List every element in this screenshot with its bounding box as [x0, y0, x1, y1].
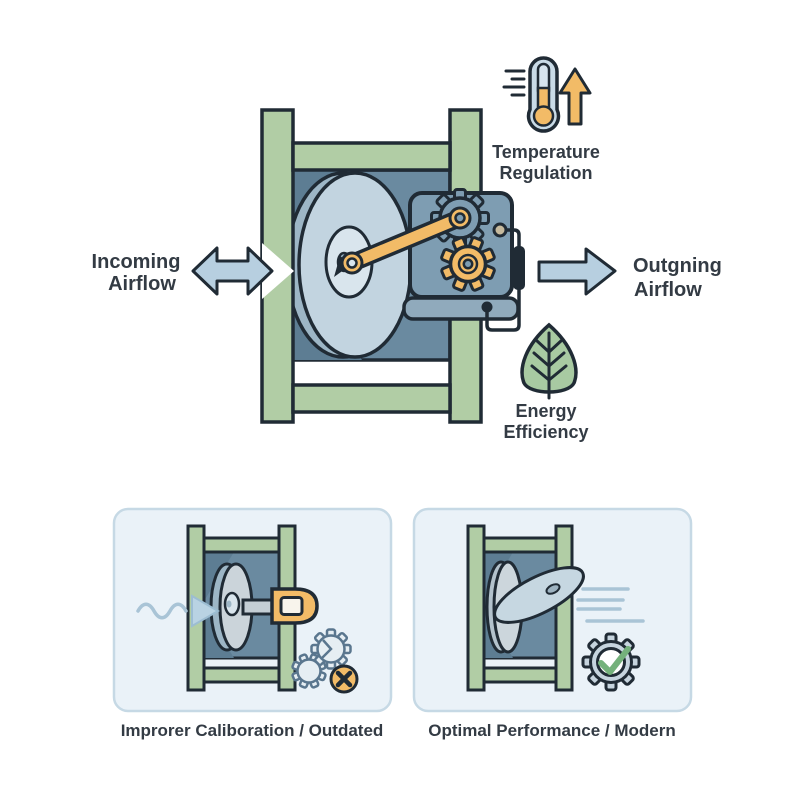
temperature-label-line1: Temperature	[492, 142, 600, 162]
temperature-label-line2: Regulation	[500, 163, 593, 183]
sensor-wire	[481, 222, 525, 332]
checkmark-icon	[598, 646, 631, 675]
sensor-capsule	[513, 246, 525, 290]
energy-label-line1: Energy	[515, 401, 576, 421]
energy-label-line2: Efficiency	[503, 422, 588, 442]
incoming-arrow-icon	[191, 246, 274, 296]
main-duct-unit	[260, 108, 525, 424]
panel-improper	[112, 507, 393, 713]
leaf-icon	[520, 322, 578, 400]
incoming-airflow-label-line1: Incoming	[92, 251, 181, 273]
error-x-badge	[329, 664, 359, 694]
orange-gear	[440, 236, 496, 292]
stuck-damper-disc	[209, 562, 254, 652]
outgoing-airflow-label-line1: Outgning	[633, 255, 722, 277]
actuator-knob	[492, 222, 508, 238]
outgoing-arrow-icon	[537, 247, 617, 296]
panel-optimal	[412, 507, 693, 713]
incoming-airflow-label-line2: Airflow	[108, 273, 176, 295]
mini-duct-frame-right	[466, 524, 574, 692]
improper-caption: Improrer Caliboration / Outdated	[121, 721, 384, 740]
weak-airflow-icon	[136, 594, 221, 628]
outdated-clamp	[270, 587, 319, 625]
thermometer-icon	[502, 56, 561, 133]
speed-lines	[576, 587, 645, 623]
gear-check-icon	[581, 632, 641, 692]
outgoing-airflow-label-line2: Airflow	[634, 279, 702, 301]
linkage-arm	[334, 206, 472, 277]
broken-gear-icon	[291, 628, 359, 694]
optimal-caption: Optimal Performance / Modern	[428, 721, 676, 740]
up-arrow-icon	[558, 67, 592, 126]
open-damper-blade	[493, 566, 585, 624]
airflow-notch	[262, 243, 294, 299]
